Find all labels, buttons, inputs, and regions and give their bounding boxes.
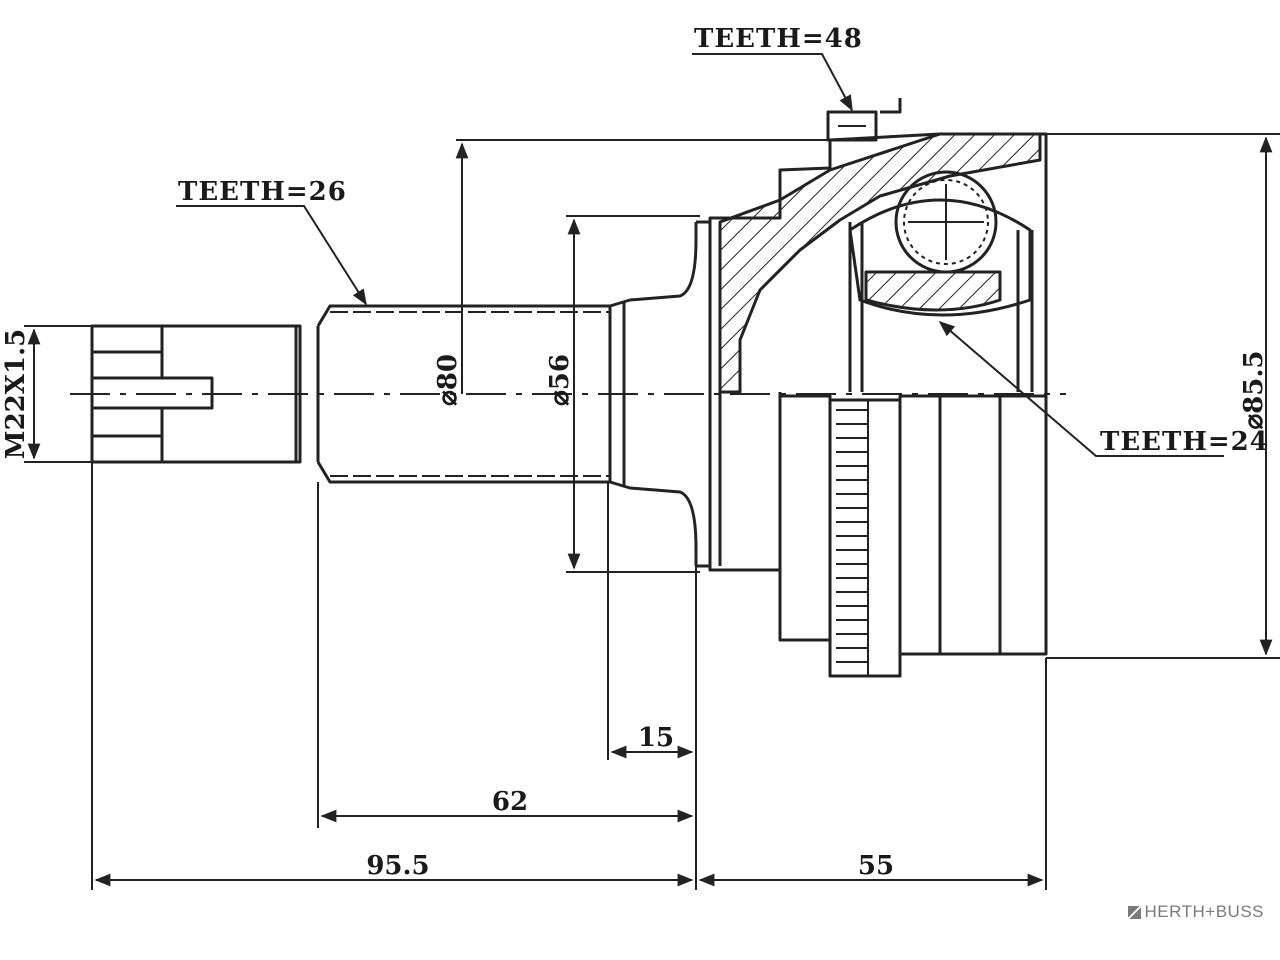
dim-length-55: 55 bbox=[858, 851, 894, 881]
brand-name: HERTH+BUSS bbox=[1144, 902, 1264, 921]
leader-lines bbox=[176, 53, 1224, 457]
label-teeth-48: TEETH=48 bbox=[694, 24, 863, 54]
dim-diameter-56: ⌀56 bbox=[545, 354, 575, 406]
inner-race bbox=[848, 198, 1032, 317]
spline-shaft-lower bbox=[316, 461, 698, 566]
bell-housing-lower bbox=[696, 392, 1048, 678]
abs-tab bbox=[826, 110, 878, 142]
dim-length-95-5: 95.5 bbox=[366, 851, 429, 881]
label-teeth-24: TEETH=24 bbox=[1100, 427, 1269, 457]
brand-watermark: HERTH+BUSS bbox=[1127, 902, 1264, 922]
abs-ring-teeth bbox=[836, 400, 869, 676]
label-teeth-26: TEETH=26 bbox=[178, 177, 347, 207]
part-outline bbox=[90, 98, 1048, 678]
dim-length-62: 62 bbox=[492, 787, 528, 817]
dim-thread: M22X1.5 bbox=[1, 329, 31, 459]
housing-section bbox=[718, 132, 1042, 394]
brand-logo-icon bbox=[1127, 905, 1141, 919]
spline-shaft-upper bbox=[316, 222, 698, 327]
dim-diameter-80: ⌀80 bbox=[433, 354, 463, 406]
dim-diameter-85-5: ⌀85.5 bbox=[1239, 351, 1269, 430]
dim-length-15: 15 bbox=[638, 723, 674, 753]
ball-bearing bbox=[894, 170, 998, 274]
dimension-lines bbox=[24, 133, 1280, 890]
